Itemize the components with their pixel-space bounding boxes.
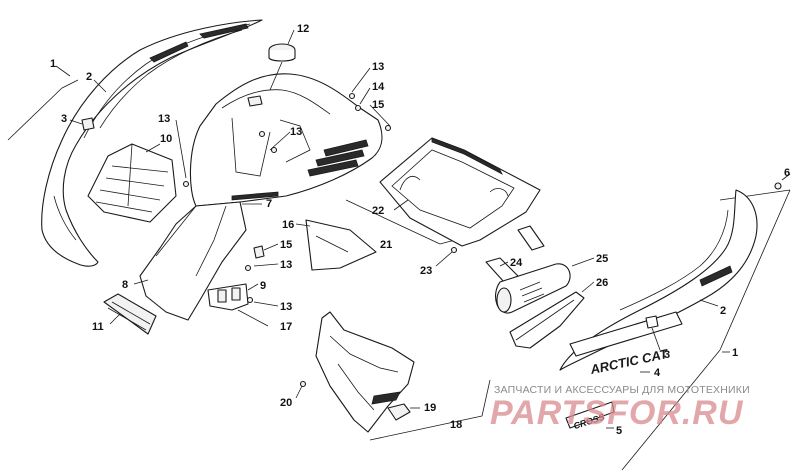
callout-13-top: 13: [372, 61, 384, 73]
callout-14: 14: [372, 81, 385, 93]
callout-8: 8: [122, 279, 128, 291]
main-hood: 12 13 14 15 13 13 7: [139, 23, 392, 321]
cross-decal: [565, 401, 615, 429]
callout-25: 25: [596, 253, 608, 265]
callout-13-low: 13: [280, 259, 292, 271]
callout-2-right: 2: [720, 305, 726, 317]
callout-26: 26: [596, 277, 608, 289]
air-intake-grille: 10: [87, 133, 177, 223]
callout-18: 18: [450, 419, 462, 431]
callout-19: 19: [424, 402, 436, 414]
callout-11: 11: [92, 321, 104, 333]
storage-bag-group: 25 26: [495, 253, 608, 349]
callout-17: 17: [280, 321, 292, 333]
storage-bag: [495, 263, 571, 314]
left-panel-grommet: [81, 117, 95, 131]
hood-lower-body: [139, 201, 247, 321]
callout-20: 20: [280, 397, 292, 409]
callout-1-right: 1: [732, 347, 738, 359]
storage-tray: [379, 137, 541, 247]
left-side-panel-group: 1 2 3: [7, 19, 263, 267]
shield-clip: [387, 403, 411, 421]
callout-22: 22: [372, 205, 384, 217]
screw: [182, 180, 190, 188]
hood-top: [189, 73, 383, 207]
callout-12: 12: [297, 23, 309, 35]
screw: [450, 246, 458, 254]
screw: [270, 146, 278, 154]
callout-1-left: 1: [50, 58, 56, 70]
watermark: ЗАПЧАСТИ И АКСЕССУАРЫ ДЛЯ МОТОТЕХНИКИ PA…: [490, 384, 750, 432]
screw: [258, 130, 266, 138]
callout-5: 5: [616, 425, 622, 437]
callout-13-left: 13: [158, 113, 170, 125]
latch-bracket: [207, 283, 249, 311]
right-grommet: [645, 315, 659, 329]
watermark-logo: PARTSFOR.RU: [490, 394, 744, 432]
callout-16: 16: [282, 219, 294, 231]
callout-23: 23: [420, 265, 432, 277]
right-side-panel-group: 6 2 3 ARCTIC CAT 4 1 CROSS 5: [559, 167, 791, 471]
lower-shield-group: 19 20 18: [280, 311, 491, 441]
callout-10: 10: [160, 133, 172, 145]
screw: [354, 104, 362, 112]
callout-3-right: 3: [664, 349, 670, 361]
callout-2-left: 2: [86, 71, 92, 83]
windshield-insert: [305, 219, 377, 271]
callout-13-mid: 13: [290, 126, 302, 138]
left-side-panel: [41, 19, 263, 267]
frame-line: [7, 87, 63, 141]
callout-6: 6: [784, 167, 790, 179]
storage-tray-group: 22 21 23 24: [345, 137, 545, 283]
screw: [244, 264, 252, 272]
callout-7: 7: [266, 198, 272, 210]
callout-4: 4: [654, 367, 661, 379]
screw: [246, 296, 254, 304]
callout-9: 9: [260, 280, 266, 292]
headlight-mesh: [103, 293, 157, 335]
callout-15-mid: 15: [280, 239, 292, 251]
screw: [299, 380, 307, 388]
watermark-caption: ЗАПЧАСТИ И АКСЕССУАРЫ ДЛЯ МОТОТЕХНИКИ: [494, 384, 750, 396]
callout-3-left: 3: [61, 113, 67, 125]
callout-15-top: 15: [372, 99, 384, 111]
screw: [348, 92, 356, 100]
callout-21: 21: [380, 239, 392, 251]
callout-24: 24: [510, 257, 523, 269]
front-nose-group: 11 8 9 17 13 13 16 15: [92, 219, 377, 335]
push-rivet: [774, 182, 782, 190]
callout-13-bottom: 13: [280, 301, 292, 313]
frame-line: [61, 79, 79, 89]
screw: [384, 124, 392, 132]
